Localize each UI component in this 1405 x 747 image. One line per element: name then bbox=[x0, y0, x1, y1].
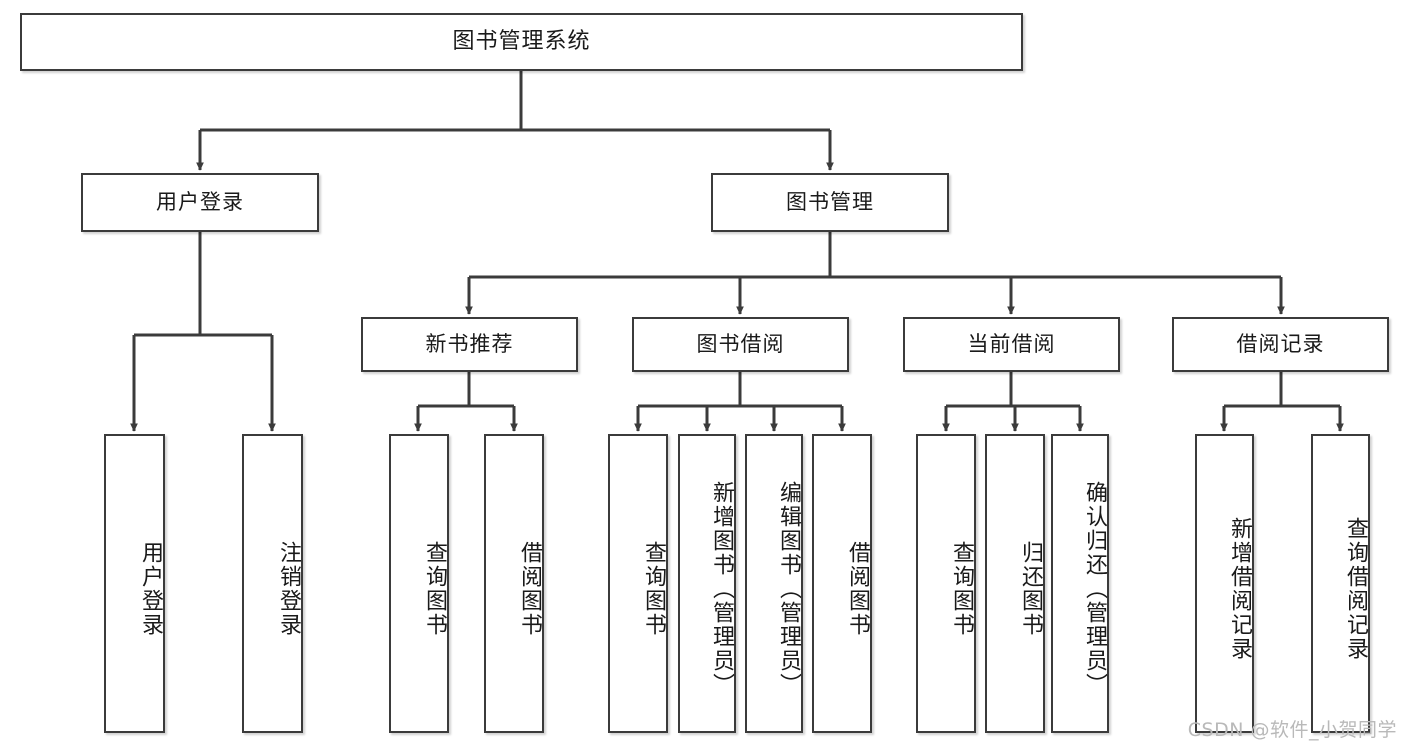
leaf-query-book-current[interactable]: 查询图书 bbox=[916, 434, 976, 733]
node-new-book-recommendation[interactable]: 新书推荐 bbox=[361, 317, 578, 372]
leaf-borrow-book[interactable]: 借阅图书 bbox=[812, 434, 872, 733]
leaf-borrow-book-recommendation[interactable]: 借阅图书 bbox=[484, 434, 544, 733]
node-label: 当前借阅 bbox=[967, 331, 1056, 356]
node-label: 借阅图书 bbox=[845, 540, 870, 637]
node-label: 借阅图书 bbox=[517, 540, 542, 637]
node-label: 新增图书（管理员） bbox=[709, 480, 734, 697]
leaf-logout[interactable]: 注销登录 bbox=[242, 434, 303, 733]
node-label: 查询图书 bbox=[422, 540, 447, 637]
leaf-return-book[interactable]: 归还图书 bbox=[985, 434, 1045, 733]
node-borrow-record[interactable]: 借阅记录 bbox=[1172, 317, 1389, 372]
node-label: 确认归还（管理员） bbox=[1082, 480, 1107, 697]
node-root-system[interactable]: 图书管理系统 bbox=[20, 13, 1023, 71]
node-label: 归还图书 bbox=[1018, 540, 1043, 637]
node-label: 图书管理系统 bbox=[452, 28, 591, 54]
csdn-watermark: CSDN @软件_小贺同学 bbox=[1187, 719, 1397, 741]
node-label: 用户登录 bbox=[138, 540, 163, 637]
leaf-user-login[interactable]: 用户登录 bbox=[104, 434, 165, 733]
leaf-query-book-recommendation[interactable]: 查询图书 bbox=[389, 434, 449, 733]
leaf-edit-book-admin[interactable]: 编辑图书（管理员） bbox=[745, 434, 803, 733]
node-label: 新书推荐 bbox=[425, 331, 514, 356]
node-label: 借阅记录 bbox=[1236, 331, 1325, 356]
leaf-add-book-admin[interactable]: 新增图书（管理员） bbox=[678, 434, 736, 733]
node-label: 查询借阅记录 bbox=[1343, 516, 1368, 661]
leaf-add-borrow-record[interactable]: 新增借阅记录 bbox=[1195, 434, 1254, 733]
node-label: 图书管理 bbox=[786, 189, 874, 214]
leaf-query-borrow-record[interactable]: 查询借阅记录 bbox=[1311, 434, 1370, 733]
node-book-borrow[interactable]: 图书借阅 bbox=[632, 317, 849, 372]
leaf-confirm-return-admin[interactable]: 确认归还（管理员） bbox=[1051, 434, 1109, 733]
node-label: 图书借阅 bbox=[696, 331, 785, 356]
leaf-query-book-borrow[interactable]: 查询图书 bbox=[608, 434, 668, 733]
node-current-borrow[interactable]: 当前借阅 bbox=[903, 317, 1120, 372]
node-label: 注销登录 bbox=[276, 540, 301, 637]
node-book-management[interactable]: 图书管理 bbox=[711, 173, 949, 232]
node-label: 查询图书 bbox=[949, 540, 974, 637]
node-label: 新增借阅记录 bbox=[1227, 516, 1252, 661]
node-label: 查询图书 bbox=[641, 540, 666, 637]
node-label: 编辑图书（管理员） bbox=[776, 480, 801, 697]
node-label: 用户登录 bbox=[156, 189, 244, 214]
node-user-login[interactable]: 用户登录 bbox=[81, 173, 319, 232]
